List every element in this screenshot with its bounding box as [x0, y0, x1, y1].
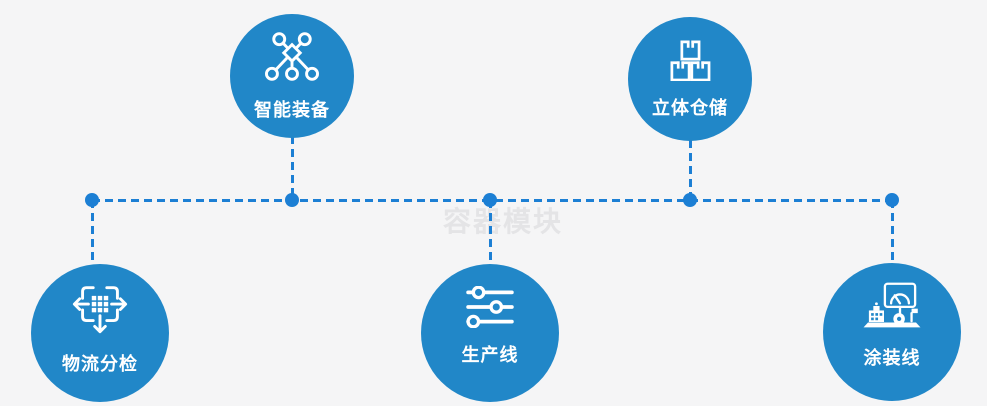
- connector-vline-stereo-warehouse: [689, 140, 692, 200]
- coating-machine-icon: [863, 282, 921, 327]
- sliders-icon: [466, 285, 514, 328]
- connector-vline-coating-line: [891, 200, 894, 263]
- node-label: 生产线: [461, 344, 519, 365]
- sort-dispatch-icon: [72, 285, 128, 333]
- node-stereo-warehouse[interactable]: 立体仓储: [628, 17, 752, 141]
- node-label: 立体仓储: [652, 97, 728, 118]
- connector-node-dot: [885, 193, 899, 207]
- connector-vline-production-line: [489, 200, 492, 264]
- node-smart-equipment[interactable]: 智能装备: [230, 14, 354, 138]
- network-nodes-icon: [265, 32, 319, 81]
- node-logistics-sorting[interactable]: 物流分检: [31, 264, 169, 402]
- node-label: 智能装备: [254, 100, 330, 120]
- connector-node-dot: [483, 193, 497, 207]
- connector-vline-smart-equipment: [291, 136, 294, 200]
- connector-node-dot: [85, 193, 99, 207]
- watermark: 容器模块: [443, 206, 564, 237]
- connector-node-dot: [285, 193, 299, 207]
- connector-vline-logistics-sorting: [91, 200, 94, 264]
- node-coating-line[interactable]: 涂装线: [823, 263, 961, 401]
- connector-node-dot: [683, 193, 697, 207]
- node-label: 涂装线: [863, 347, 921, 368]
- node-label: 物流分检: [62, 353, 138, 374]
- node-production-line[interactable]: 生产线: [421, 264, 559, 402]
- stacked-boxes-icon: [670, 40, 711, 81]
